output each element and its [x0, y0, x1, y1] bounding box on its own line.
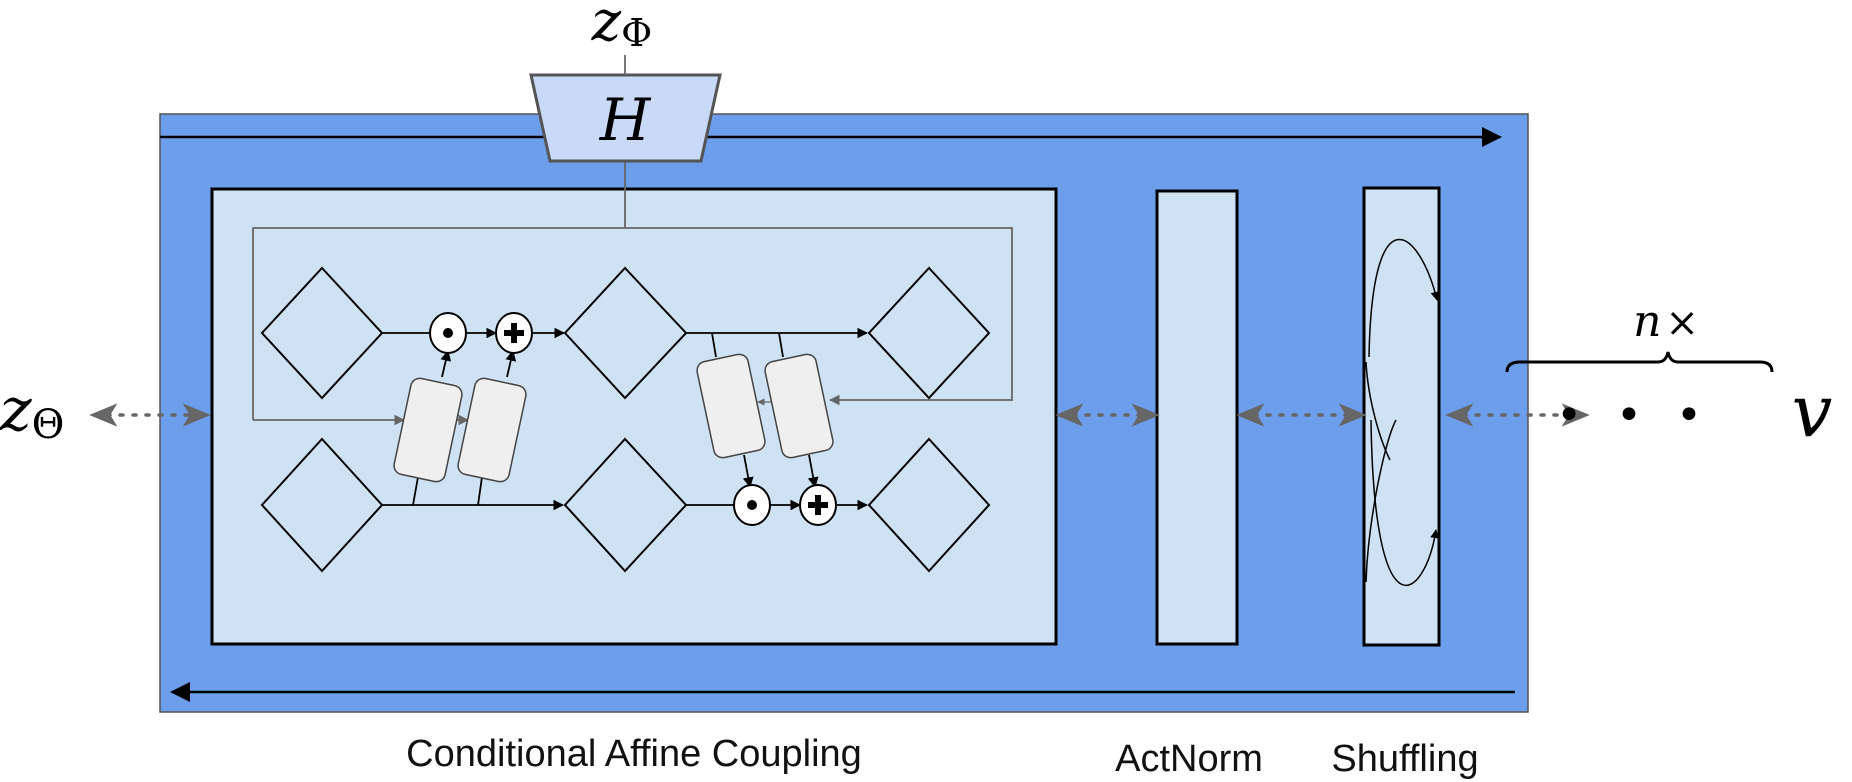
condition-variable-label: zΦ — [591, 0, 653, 55]
subnet-t2-out — [807, 454, 819, 489]
diamond-top-1 — [260, 266, 384, 400]
subnet-s1-out — [440, 349, 452, 378]
diamond-top-2 — [563, 266, 688, 400]
plus-sign-top — [504, 323, 524, 343]
subnet-s1 — [393, 377, 463, 483]
subnet-s2-out — [742, 454, 754, 489]
shuffle-crossing-line-2 — [1365, 361, 1391, 461]
repeat-count-label: n× — [1633, 296, 1699, 347]
subnet-t1-out — [505, 349, 517, 378]
shuffle-crossing-line-1 — [1365, 419, 1397, 583]
hypernetwork-label: H — [599, 86, 652, 154]
tap-s1 — [412, 476, 419, 506]
actnorm-caption: ActNorm — [1115, 738, 1263, 780]
repeat-brace — [1505, 351, 1774, 373]
diamond-top-3 — [867, 266, 991, 400]
subnet-s2 — [696, 353, 766, 459]
subnet-t1 — [457, 377, 527, 483]
tap-t1 — [477, 476, 483, 506]
tap-t2 — [778, 332, 784, 358]
plus-sign-bottom — [808, 495, 828, 515]
shuffling-caption: Shuffling — [1331, 738, 1478, 780]
input-variable-label: zΘ — [0, 375, 64, 448]
shuffle-arrow-down — [1370, 419, 1440, 587]
diamond-bottom-1 — [260, 437, 384, 573]
shuffle-arrow-up — [1368, 238, 1440, 358]
hypernetwork-trapezoid — [529, 73, 722, 163]
subnet-t2 — [764, 353, 834, 459]
condition-bus — [252, 227, 1013, 420]
actnorm-block — [1155, 189, 1239, 646]
diamond-bottom-3 — [867, 437, 991, 573]
multiply-dot-bottom — [747, 500, 757, 510]
tap-s2 — [711, 332, 717, 358]
output-variable-label: v — [1792, 369, 1833, 453]
coupling-caption: Conditional Affine Coupling — [406, 733, 862, 775]
coupling-panel — [210, 187, 1058, 646]
multiply-dot-top — [443, 328, 453, 338]
diamond-bottom-2 — [563, 437, 688, 573]
ellipsis-dots: • • • — [1556, 390, 1712, 441]
